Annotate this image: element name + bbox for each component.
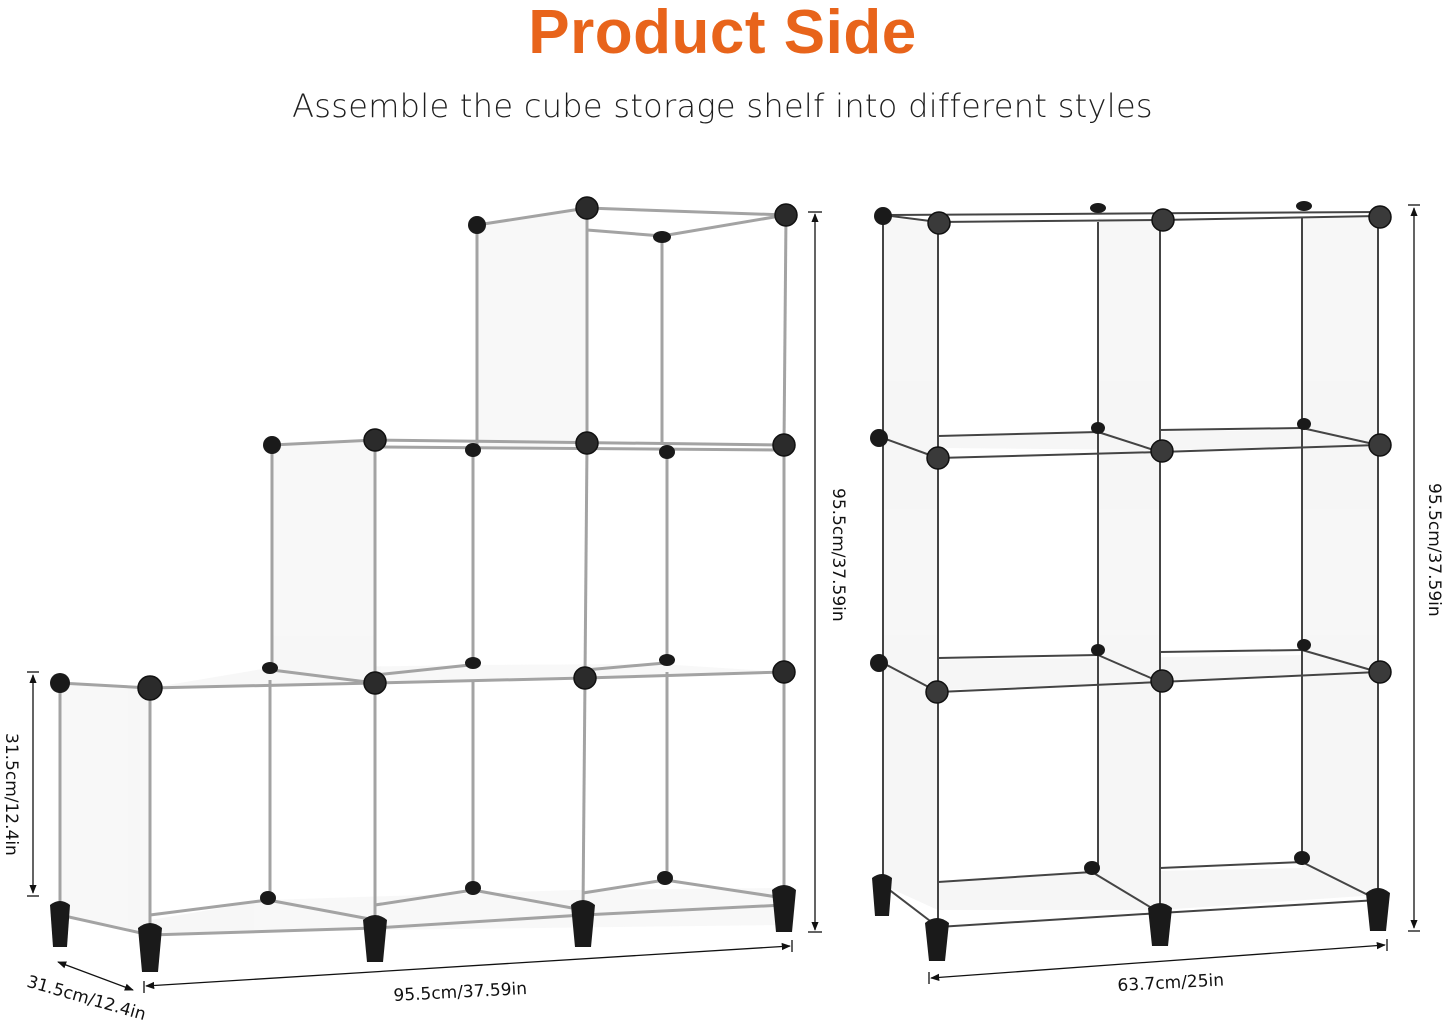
left-height-label: 95.5cm/37.59in <box>828 488 848 622</box>
right-height-label: 95.5cm/37.59in <box>1424 483 1444 617</box>
connector-icons <box>137 196 798 701</box>
page-subtitle: Assemble the cube storage shelf into dif… <box>292 87 1153 125</box>
left-shelf-staircase <box>27 196 822 993</box>
page-title: Product Side <box>528 0 917 67</box>
left-cube-height-label: 31.5cm/12.4in <box>1 733 21 856</box>
connector-icons <box>925 205 1392 704</box>
right-shelf-2x3 <box>870 201 1420 984</box>
